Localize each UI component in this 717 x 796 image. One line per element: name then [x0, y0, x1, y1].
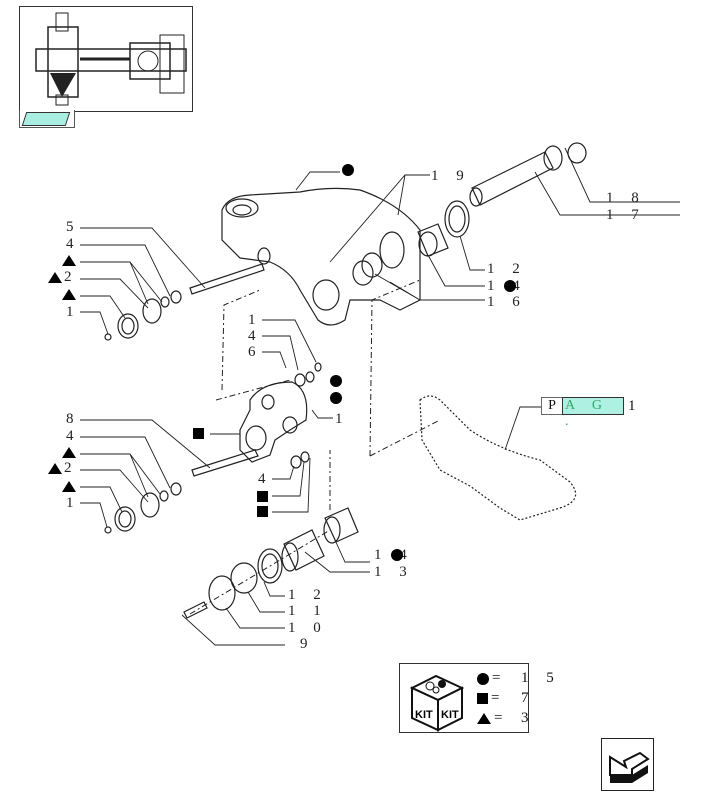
- callout-4: 4: [66, 236, 81, 252]
- kit-circle-marker: [330, 375, 342, 387]
- callout-18: 1 8: [606, 190, 646, 206]
- kit-circle-count: 1 5: [521, 670, 561, 686]
- kit-circle-marker: [330, 392, 342, 404]
- callout-8: 8: [66, 411, 81, 427]
- kit-triangle-marker: [62, 289, 76, 300]
- kit-square-marker: [193, 428, 204, 439]
- callout-1: 1: [248, 312, 263, 328]
- kit-row-circle: = 1 5: [477, 670, 554, 687]
- kit-triangle-marker: [62, 447, 76, 458]
- kit-triangle-marker: [48, 272, 62, 283]
- callout-13: 1 3: [374, 564, 414, 580]
- kit-square-marker: [257, 491, 268, 502]
- kit-triangle-marker: [62, 255, 76, 266]
- kit-box-icon: KIT KIT: [409, 674, 465, 732]
- triangle-symbol-icon: [477, 713, 491, 724]
- page-reference-number: 1: [628, 397, 636, 414]
- callout-1: 1: [66, 495, 81, 511]
- page-reference-prefix: P: [541, 397, 563, 415]
- callout-12: 1 2: [487, 261, 527, 277]
- axle-frame: [419, 395, 577, 521]
- callout-16: 1 6: [487, 294, 527, 310]
- circle-symbol-icon: [477, 672, 489, 685]
- axle-thumbnail-drawing: [35, 12, 187, 106]
- kit-circle-marker: [391, 549, 403, 561]
- callout-4: 4: [66, 428, 81, 444]
- callout-4: 4: [258, 471, 273, 487]
- kit-circle-marker: [342, 164, 354, 176]
- callout-6: 6: [248, 344, 263, 360]
- callout-10: 1 0: [288, 620, 328, 636]
- back-navigation-button[interactable]: [601, 738, 654, 791]
- callout-4: 4: [248, 328, 263, 344]
- kit-label-right: KIT: [441, 709, 459, 721]
- square-symbol-icon: [477, 693, 488, 704]
- kit-square-count: 7: [521, 690, 536, 706]
- callout-19: 1 9: [431, 168, 471, 184]
- kit-triangle-marker: [62, 481, 76, 492]
- callout-5: 5: [66, 219, 81, 235]
- kit-circle-marker: [504, 280, 516, 292]
- kit-triangle-count: 3: [521, 710, 536, 726]
- upper-housing: [221, 187, 421, 326]
- callout-2: 2: [64, 269, 79, 285]
- callout-12: 1 2: [288, 587, 328, 603]
- assembly-thumbnail[interactable]: [19, 6, 193, 112]
- back-arrow-icon: [609, 751, 650, 783]
- callout-1: 1: [66, 304, 81, 320]
- callout-17: 1 7: [606, 207, 646, 223]
- kit-row-square: = 7: [477, 690, 529, 707]
- kit-triangle-marker: [48, 463, 62, 474]
- callout-9: 9: [300, 636, 315, 652]
- callout-14: 1 4: [487, 278, 527, 294]
- steering-arm: [239, 381, 308, 463]
- kit-row-triangle: = 3: [477, 710, 529, 727]
- thumbnail-tab[interactable]: [19, 110, 75, 128]
- page-reference-highlight[interactable]: A G .: [562, 397, 624, 429]
- kit-square-marker: [257, 506, 268, 517]
- kit-legend: KIT KIT = 1 5 = 7 = 3: [399, 663, 554, 733]
- callout-11: 1 1: [288, 603, 328, 619]
- callout-2: 2: [64, 460, 79, 476]
- callout-1: 1: [335, 411, 350, 427]
- callout-14: 1 4: [374, 547, 414, 563]
- page-reference-link[interactable]: P A G . 1: [541, 397, 636, 429]
- kit-label-left: KIT: [415, 709, 433, 721]
